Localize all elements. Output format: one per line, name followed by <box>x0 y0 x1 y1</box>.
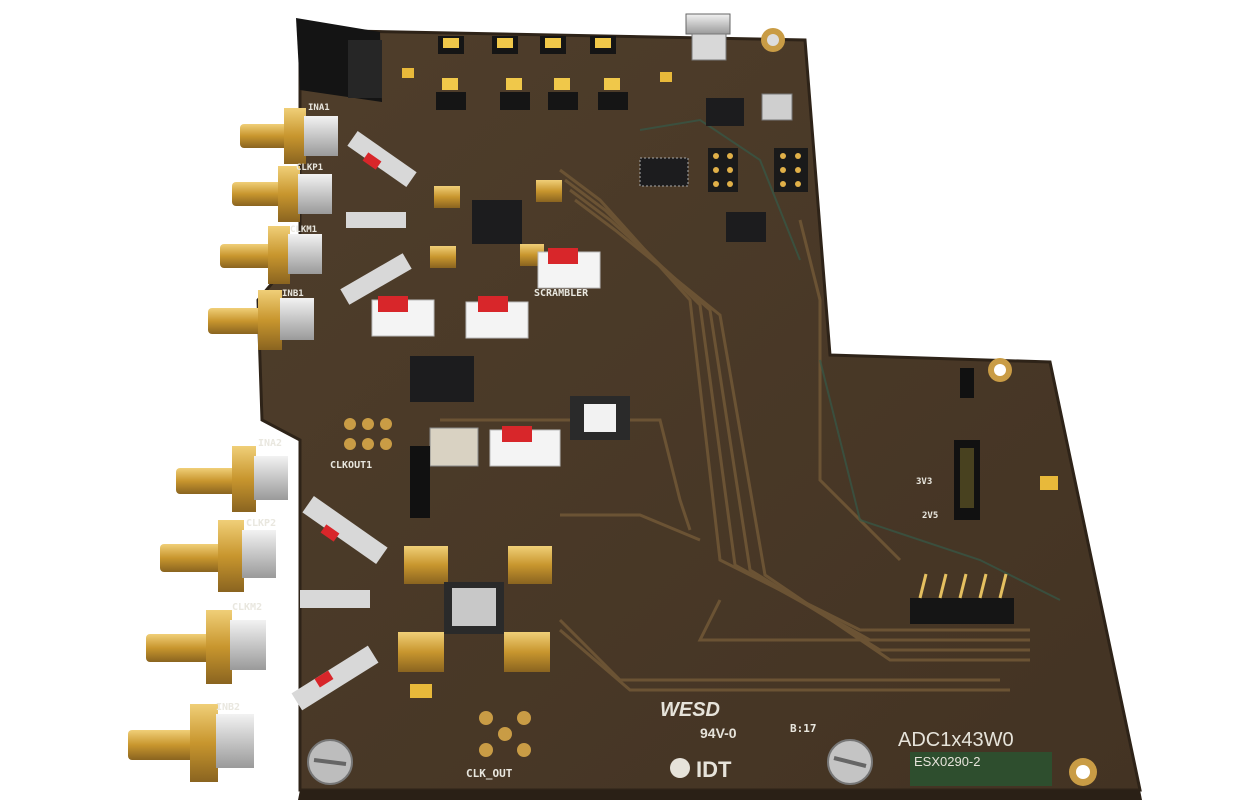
capacitor <box>410 476 1058 698</box>
clk-out-pads <box>479 711 531 757</box>
pin-header <box>708 148 808 192</box>
pcb-traces-dark <box>639 118 1061 601</box>
pin-header-vertical <box>410 368 980 520</box>
label-inb2: INB2 <box>216 702 240 713</box>
label-clkm2: CLKM2 <box>232 602 262 613</box>
label-2v5: 2V5 <box>922 511 938 521</box>
gold-pads <box>430 180 562 268</box>
pcb-traces <box>440 168 1030 692</box>
standoff-screw <box>307 739 873 785</box>
idt-logo-icon <box>670 758 690 778</box>
balun-components <box>291 130 417 711</box>
label-ina2: INA2 <box>258 438 282 449</box>
label-clkp1: CLKP1 <box>296 163 323 173</box>
right-angle-header <box>910 573 1014 624</box>
crystal-oscillator <box>429 427 479 467</box>
vendor-logo: IDT <box>696 757 732 782</box>
date-code: B:17 <box>790 722 817 735</box>
label-scrambler: SCRAMBLER <box>534 288 589 299</box>
sma-connector <box>128 108 338 782</box>
dc-power-jack <box>296 18 382 102</box>
label-3v3: 3V3 <box>916 477 932 487</box>
label-clkm1: CLKM1 <box>290 225 317 235</box>
board-model: ADC1x43W0 <box>898 729 1014 751</box>
cert-mark: WESD <box>660 699 720 721</box>
ic-chip <box>410 93 793 402</box>
board-serial: ESX0290-2 <box>914 754 981 769</box>
label-clkp2: CLKP2 <box>246 518 276 529</box>
serial-label-area <box>910 752 1052 786</box>
jumper-array <box>402 36 672 110</box>
label-clk-out: CLK_OUT <box>466 767 513 780</box>
label-clkout1: CLKOUT1 <box>330 460 372 471</box>
slide-switch <box>371 248 601 467</box>
label-ina1: INA1 <box>308 103 330 113</box>
label-inb1: INB1 <box>282 289 304 299</box>
usb-connector <box>685 13 731 61</box>
adc-chip <box>398 546 552 672</box>
mounting-hole <box>761 28 1097 786</box>
cert-rating: 94V-0 <box>700 725 737 741</box>
pcb-board <box>256 28 1142 800</box>
push-button <box>570 396 630 440</box>
clkout1-pads <box>344 418 392 450</box>
